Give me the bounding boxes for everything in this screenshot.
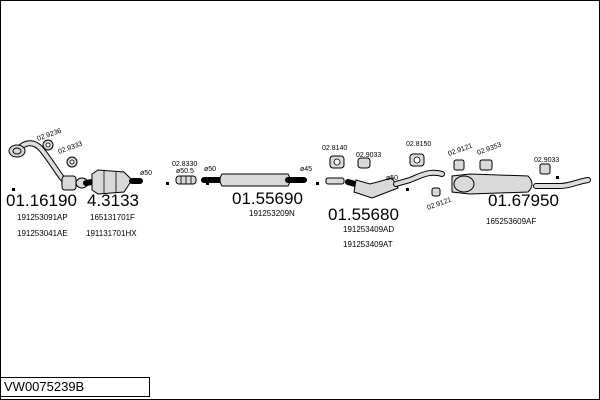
- diameter-label: ø50.5: [176, 168, 194, 175]
- leader-dots: [12, 176, 559, 191]
- rubber-mount-icon[interactable]: [329, 155, 345, 169]
- part-number-manifold: 01.16190: [6, 191, 77, 210]
- sleeve-icon[interactable]: [325, 177, 345, 185]
- rubber-mount-icon[interactable]: [409, 153, 425, 167]
- accessory-number: 02.9121: [426, 197, 452, 212]
- accessory-number: 02.9121: [447, 143, 473, 158]
- oem-number: 191253409AT: [343, 240, 393, 249]
- front-pipe-icon[interactable]: [175, 175, 197, 185]
- clamp-icon[interactable]: [66, 156, 78, 168]
- clamp-icon[interactable]: [431, 187, 441, 197]
- oem-number: 165253609AF: [486, 217, 536, 226]
- rubber-mount-icon[interactable]: [539, 163, 551, 175]
- oem-number: 191253409AD: [343, 225, 394, 234]
- diagram-title: VW0075239B: [0, 377, 150, 397]
- rear-pipe-icon[interactable]: [345, 169, 445, 199]
- part-number-catalyst: 4.3133: [87, 191, 139, 210]
- rubber-mount-icon[interactable]: [357, 157, 371, 169]
- diameter-label: ø50: [386, 175, 398, 182]
- catalytic-converter-icon[interactable]: [83, 169, 143, 195]
- accessory-number: 02.9353: [476, 142, 502, 157]
- diameter-label: ø50: [204, 166, 216, 173]
- middle-silencer-icon[interactable]: [201, 173, 307, 187]
- diameter-label: ø50: [140, 170, 152, 177]
- accessory-number: 02.8330: [172, 161, 197, 168]
- accessory-number: 02.9033: [356, 152, 381, 159]
- oem-number: 191131701HX: [86, 229, 137, 238]
- accessory-number: 02.9033: [534, 157, 559, 164]
- part-number-rear-pipe: 01.55680: [328, 205, 399, 224]
- oem-number: 165131701F: [90, 213, 135, 222]
- oem-number: 191253041AE: [17, 229, 68, 238]
- diameter-label: ø45: [300, 166, 312, 173]
- accessory-number: 02.8150: [406, 141, 431, 148]
- oem-number: 191253091AP: [17, 213, 68, 222]
- accessory-number: 02.8140: [322, 145, 347, 152]
- rubber-mount-icon[interactable]: [453, 159, 465, 171]
- accessory-number: 02.9333: [57, 141, 83, 156]
- oem-number: 191253209N: [249, 209, 295, 218]
- gasket-icon[interactable]: [42, 139, 54, 151]
- part-number-rear-silencer: 01.67950: [488, 191, 559, 210]
- rubber-mount-icon[interactable]: [479, 159, 493, 171]
- rear-silencer-icon[interactable]: [451, 173, 591, 195]
- part-number-middle-silencer: 01.55690: [232, 189, 303, 208]
